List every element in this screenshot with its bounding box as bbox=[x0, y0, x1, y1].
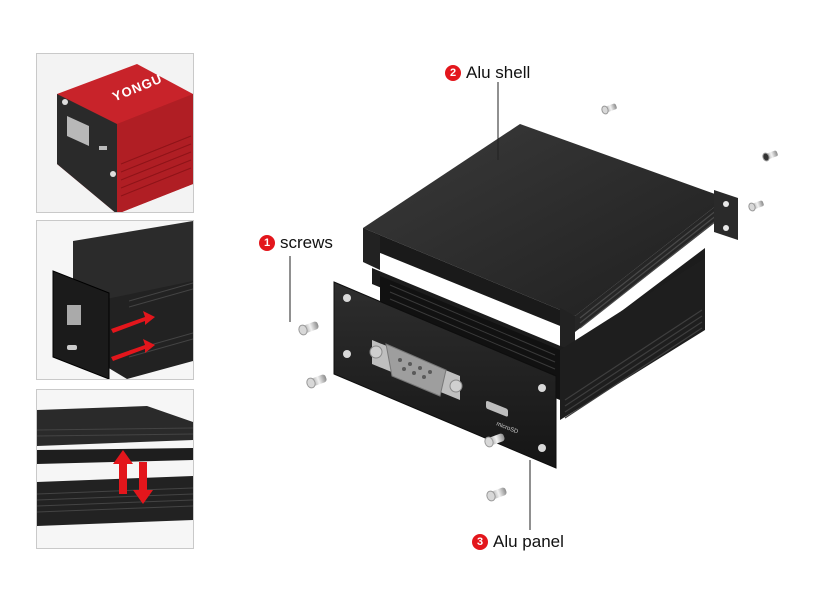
leader-lines bbox=[289, 82, 531, 530]
callout-number-badge: 2 bbox=[445, 65, 461, 81]
thumbnail-shell-assembly bbox=[36, 389, 194, 549]
arrow-down-icon bbox=[133, 462, 153, 504]
arrow-icon bbox=[111, 339, 155, 361]
arrow-up-icon bbox=[113, 450, 133, 494]
callout-label: Alu shell bbox=[466, 63, 531, 82]
alu-panel: microSD bbox=[333, 281, 557, 469]
thumbnail-assembled-product: YONGU bbox=[36, 53, 194, 213]
callout-label: screws bbox=[280, 233, 333, 252]
screws bbox=[298, 103, 778, 502]
screw-icon bbox=[484, 433, 505, 448]
thumbnail-panel-insertion bbox=[36, 220, 194, 380]
screw-icon bbox=[601, 103, 617, 115]
callout-label: Alu panel bbox=[493, 532, 564, 551]
screw-icon bbox=[486, 487, 507, 502]
screw-icon bbox=[762, 150, 778, 162]
screw-icon bbox=[748, 200, 764, 212]
arrow-icon bbox=[111, 311, 155, 333]
callout-alu-panel: 3 Alu panel bbox=[472, 532, 564, 552]
callout-screws: 1 screws bbox=[259, 233, 333, 253]
callout-number-badge: 3 bbox=[472, 534, 488, 550]
screw-icon bbox=[298, 321, 319, 336]
callout-alu-shell: 2 Alu shell bbox=[445, 63, 530, 83]
alu-shell bbox=[363, 124, 738, 358]
db9-connector bbox=[369, 340, 463, 400]
screw-icon bbox=[306, 374, 327, 389]
callout-number-badge: 1 bbox=[259, 235, 275, 251]
